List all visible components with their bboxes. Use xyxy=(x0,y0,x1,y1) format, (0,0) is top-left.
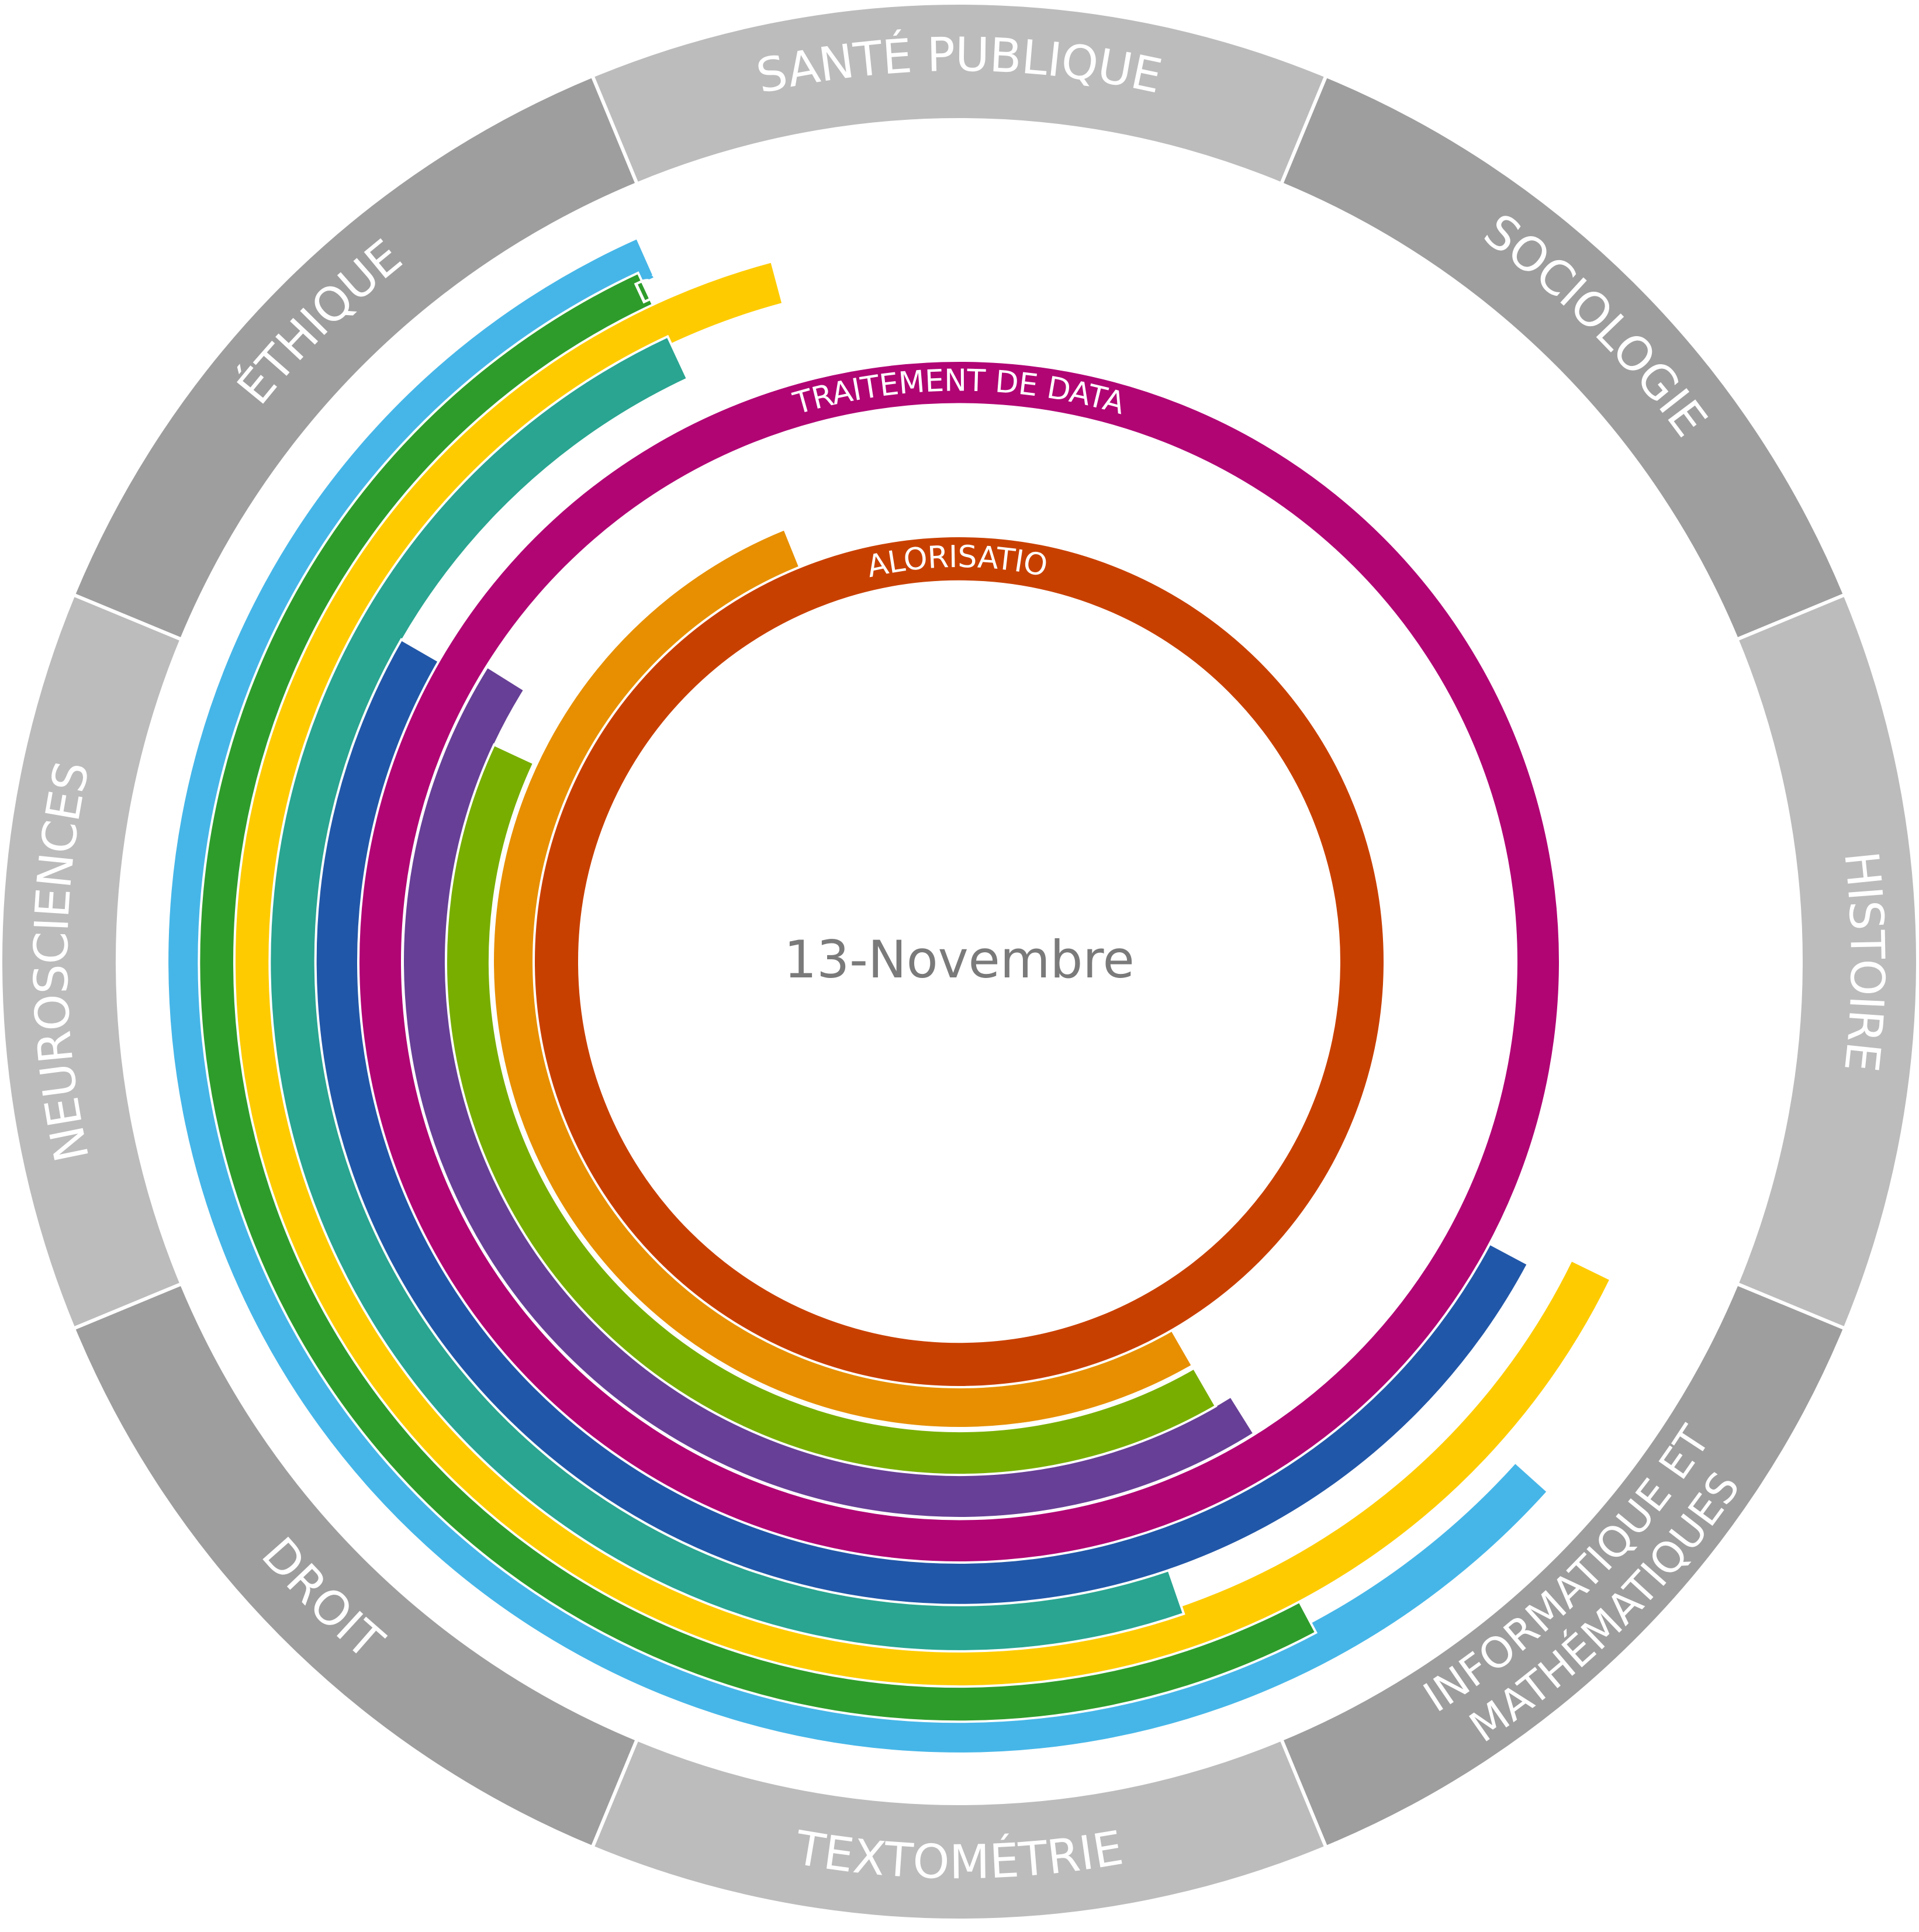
discipline-segment-ethique xyxy=(71,73,639,642)
theme-label-opinion: OPINION xyxy=(893,451,1026,490)
discipline-label-histoire: HISTOIRE xyxy=(1834,849,1894,1074)
theme-ring-opinion xyxy=(445,743,1218,1476)
center-label: 13-Novembre xyxy=(784,929,1135,990)
theme-ring-valorisation xyxy=(532,535,1386,1388)
discipline-segment-textometrie xyxy=(590,1737,1329,1922)
